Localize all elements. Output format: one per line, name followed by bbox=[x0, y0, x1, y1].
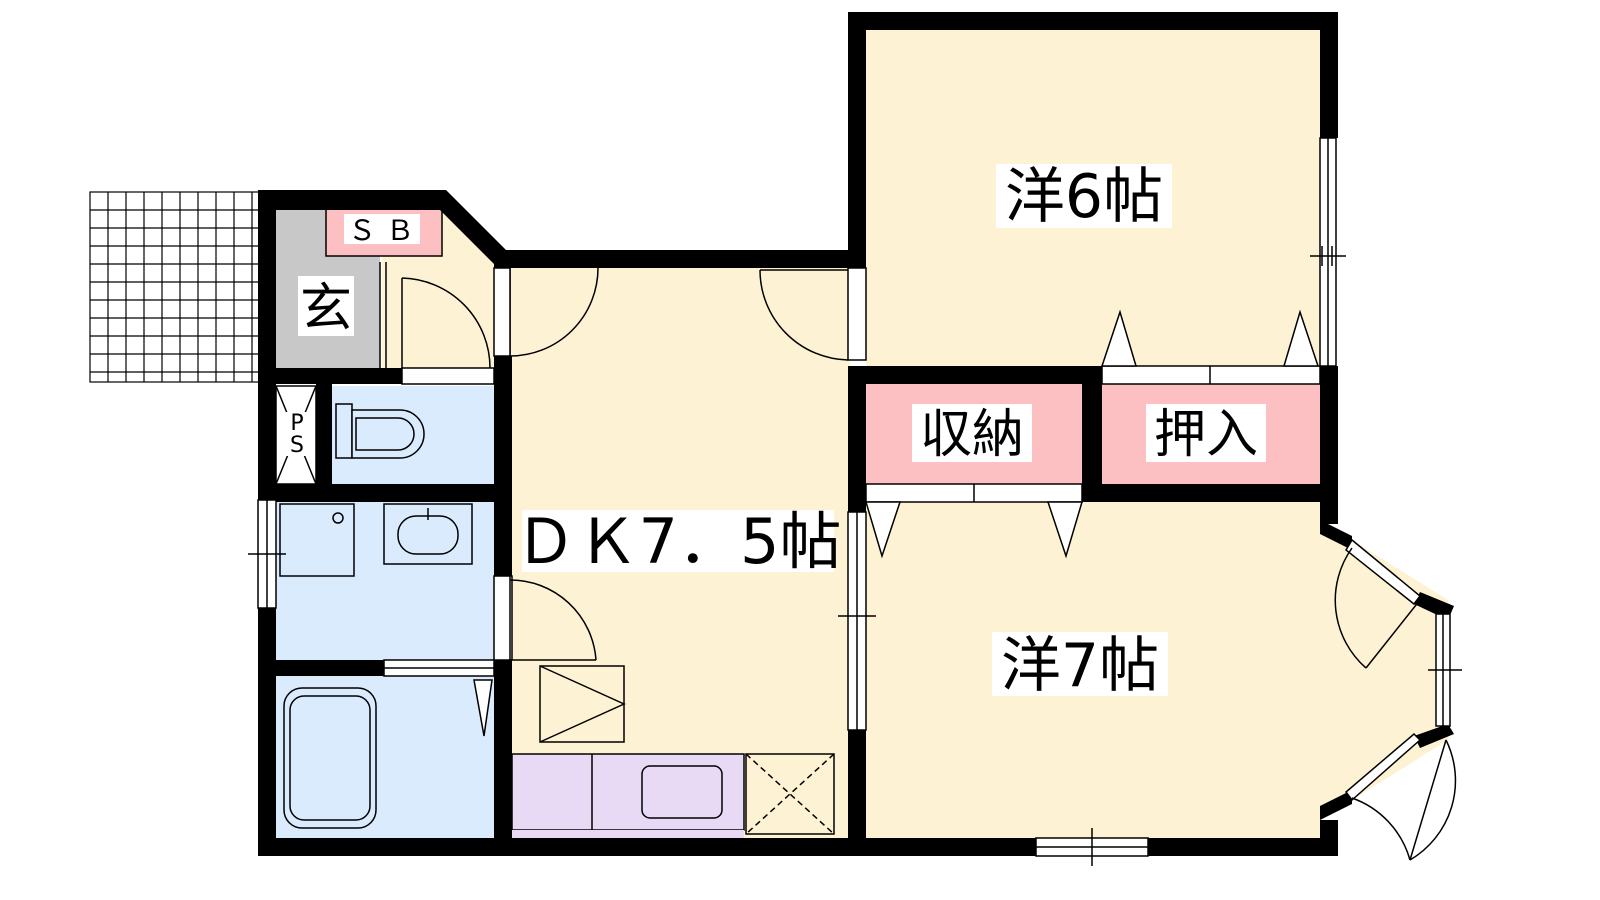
label-storage: 収納 bbox=[920, 405, 1024, 465]
walls bbox=[258, 12, 1454, 856]
kitchen-sink-icon bbox=[641, 765, 723, 819]
label-dk: ＤＫ7．5帖 bbox=[515, 505, 842, 578]
appliance-space bbox=[745, 753, 835, 835]
bathtub-icon bbox=[283, 687, 377, 829]
windows bbox=[248, 137, 1462, 866]
label-closet: 押入 bbox=[1154, 405, 1258, 465]
labels: 洋6帖 洋7帖 ＤＫ7．5帖 収納 押入 玄 ＳＢ P S bbox=[286, 162, 1266, 701]
wash-basin-icon bbox=[383, 503, 473, 565]
washroom-floor bbox=[276, 502, 494, 660]
label-western-7: 洋7帖 bbox=[1001, 631, 1159, 701]
toilet-icon bbox=[335, 403, 425, 459]
bath-floor bbox=[276, 676, 494, 840]
doors bbox=[379, 262, 1457, 861]
label-ps-top: P bbox=[290, 411, 303, 436]
label-ps-bottom: S bbox=[290, 433, 304, 458]
counter-strip bbox=[512, 830, 744, 838]
balcony-grid bbox=[89, 191, 263, 383]
refrigerator-icon bbox=[539, 665, 626, 743]
label-western-6: 洋6帖 bbox=[1005, 162, 1163, 232]
washer-space bbox=[279, 503, 355, 577]
fixtures bbox=[275, 385, 835, 835]
label-shoebox: ＳＢ bbox=[348, 214, 424, 247]
label-entrance: 玄 bbox=[300, 279, 352, 339]
